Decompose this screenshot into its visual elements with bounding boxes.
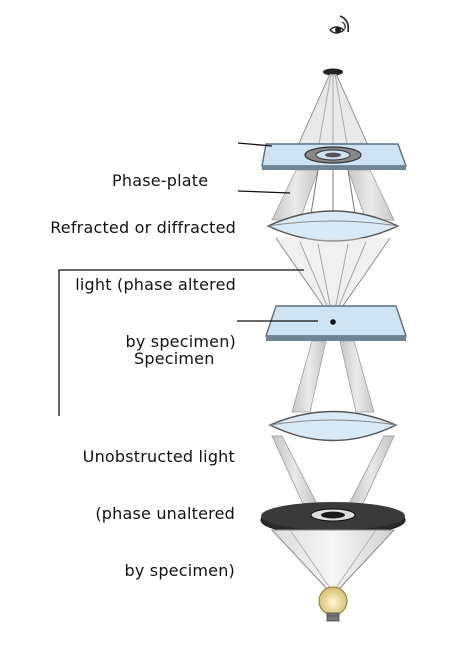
eye-icon	[329, 15, 350, 34]
light-bulb	[318, 586, 348, 622]
label-refracted-line3: by specimen)	[125, 332, 236, 351]
focus-cone	[276, 238, 390, 320]
label-unobstructed-line2: (phase unaltered	[95, 504, 235, 523]
label-phase-plate: Phase-plate	[112, 133, 208, 209]
annular-diaphragm	[260, 502, 406, 536]
lower-beam	[291, 340, 375, 413]
label-phase-plate-text: Phase-plate	[112, 171, 209, 190]
label-refracted-light: Refracted or diffracted light (phase alt…	[10, 180, 236, 370]
label-unobstructed-line3: by specimen)	[124, 561, 235, 580]
label-refracted-line1: Refracted or diffracted	[50, 218, 236, 237]
label-unobstructed-line1: Unobstructed light	[82, 447, 235, 466]
eyepiece-point	[323, 68, 343, 76]
upper-beam-fill	[296, 74, 370, 150]
label-unobstructed-light: Unobstructed light (phase unaltered by s…	[45, 409, 235, 599]
condenser-lens	[268, 410, 398, 442]
objective-lens	[266, 210, 400, 242]
label-refracted-line2: light (phase altered	[75, 275, 236, 294]
light-cone	[270, 529, 396, 591]
specimen-slide	[265, 305, 407, 341]
phase-plate	[261, 143, 407, 170]
annular-beam	[271, 435, 395, 507]
label-specimen: Specimen	[134, 311, 215, 387]
label-specimen-text: Specimen	[134, 349, 215, 368]
leader-lines	[58, 142, 318, 416]
